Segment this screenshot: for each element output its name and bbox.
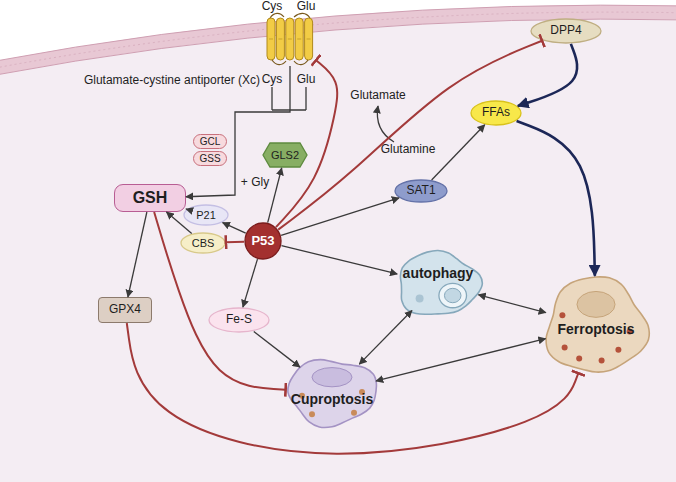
antiporter-node: Glutamate-cystine antiporter (Xc) [264,12,316,66]
protein-ellipse: P21 [183,204,229,226]
metabolite-label: Glu [297,0,316,13]
node-label: Cuproptosis [291,392,373,407]
activation-arrow [186,66,290,197]
metabolite-label: Glu [297,73,316,86]
node-label: GSH [133,189,168,207]
lipid-flow-arrow [518,44,577,106]
metabolite-label: + Gly [241,176,269,189]
metabolite-label: Glutamine [381,143,436,156]
cell-death-icon: autophagy [392,248,484,320]
node-label: GCL [200,136,221,147]
antiporter-node-outline [264,12,316,66]
node-label: GLS2 [271,149,299,161]
node-label: DPP4 [550,24,581,37]
inhibition-line [276,60,337,227]
node-label: Fe-S [226,313,252,326]
node-label: Ferroptosis [557,322,634,337]
activation-arrow [254,331,300,367]
node-label: autophagy [403,266,474,281]
activation-arrow [281,246,397,274]
cell-death-icon-outline [392,248,484,320]
lipid-ellipse: FFAs [470,100,522,126]
lipid-flow-arrow [517,121,595,276]
node-label: P21 [196,209,216,221]
inhibition-line [127,323,579,454]
enzyme-box: GPX4 [98,297,152,323]
metabolite-label: Cys [262,73,283,86]
inhibition-line [154,212,285,390]
membrane-protein: DPP4 [530,18,602,44]
cytoplasm [0,19,676,482]
metabolite-label: Cys [262,0,283,13]
node-label: FFAs [482,106,510,119]
node-label: GPX4 [109,303,141,316]
bidirectional-arrow [359,311,412,365]
activation-arrow [166,212,191,233]
node-label: GSS [199,153,220,164]
enzyme-pill: GCL [193,134,227,149]
node-label: SAT1 [406,184,435,197]
activation-arrow [223,223,246,234]
bidirectional-arrow [479,295,546,313]
transport-bracket [272,87,306,110]
cell-membrane [0,5,676,76]
activation-arrow [128,212,147,297]
cluster-ellipse: Fe-S [208,307,270,333]
inhibition-line [278,41,542,230]
activation-arrow [432,125,485,180]
protein-ellipse: CBS [180,232,226,254]
bidirectional-arrow [376,339,546,381]
metabolite-label: Glutamate [350,89,405,102]
node-label: P53 [251,234,274,248]
cell-death-icon: Ferroptosis [540,272,652,380]
activation-arrow [281,198,399,235]
enzyme-pill: GSS [193,151,227,166]
protein-ellipse: SAT1 [394,179,448,203]
metabolite-box: GSH [114,184,186,212]
inhibition-line [226,241,244,244]
activation-arrow [268,168,282,223]
activation-arrow [185,208,187,209]
enzyme-hexagon: GLS2 [262,142,308,168]
p53-circle: P53 [244,222,282,260]
cell-death-icon: Cuproptosis [282,355,382,429]
node-label: CBS [192,237,215,249]
membrane-texture [0,12,676,69]
activation-arrow [243,259,258,307]
node-heading: Glutamate-cystine antiporter (Xc) [2,74,260,87]
conversion-arrow [377,106,394,142]
